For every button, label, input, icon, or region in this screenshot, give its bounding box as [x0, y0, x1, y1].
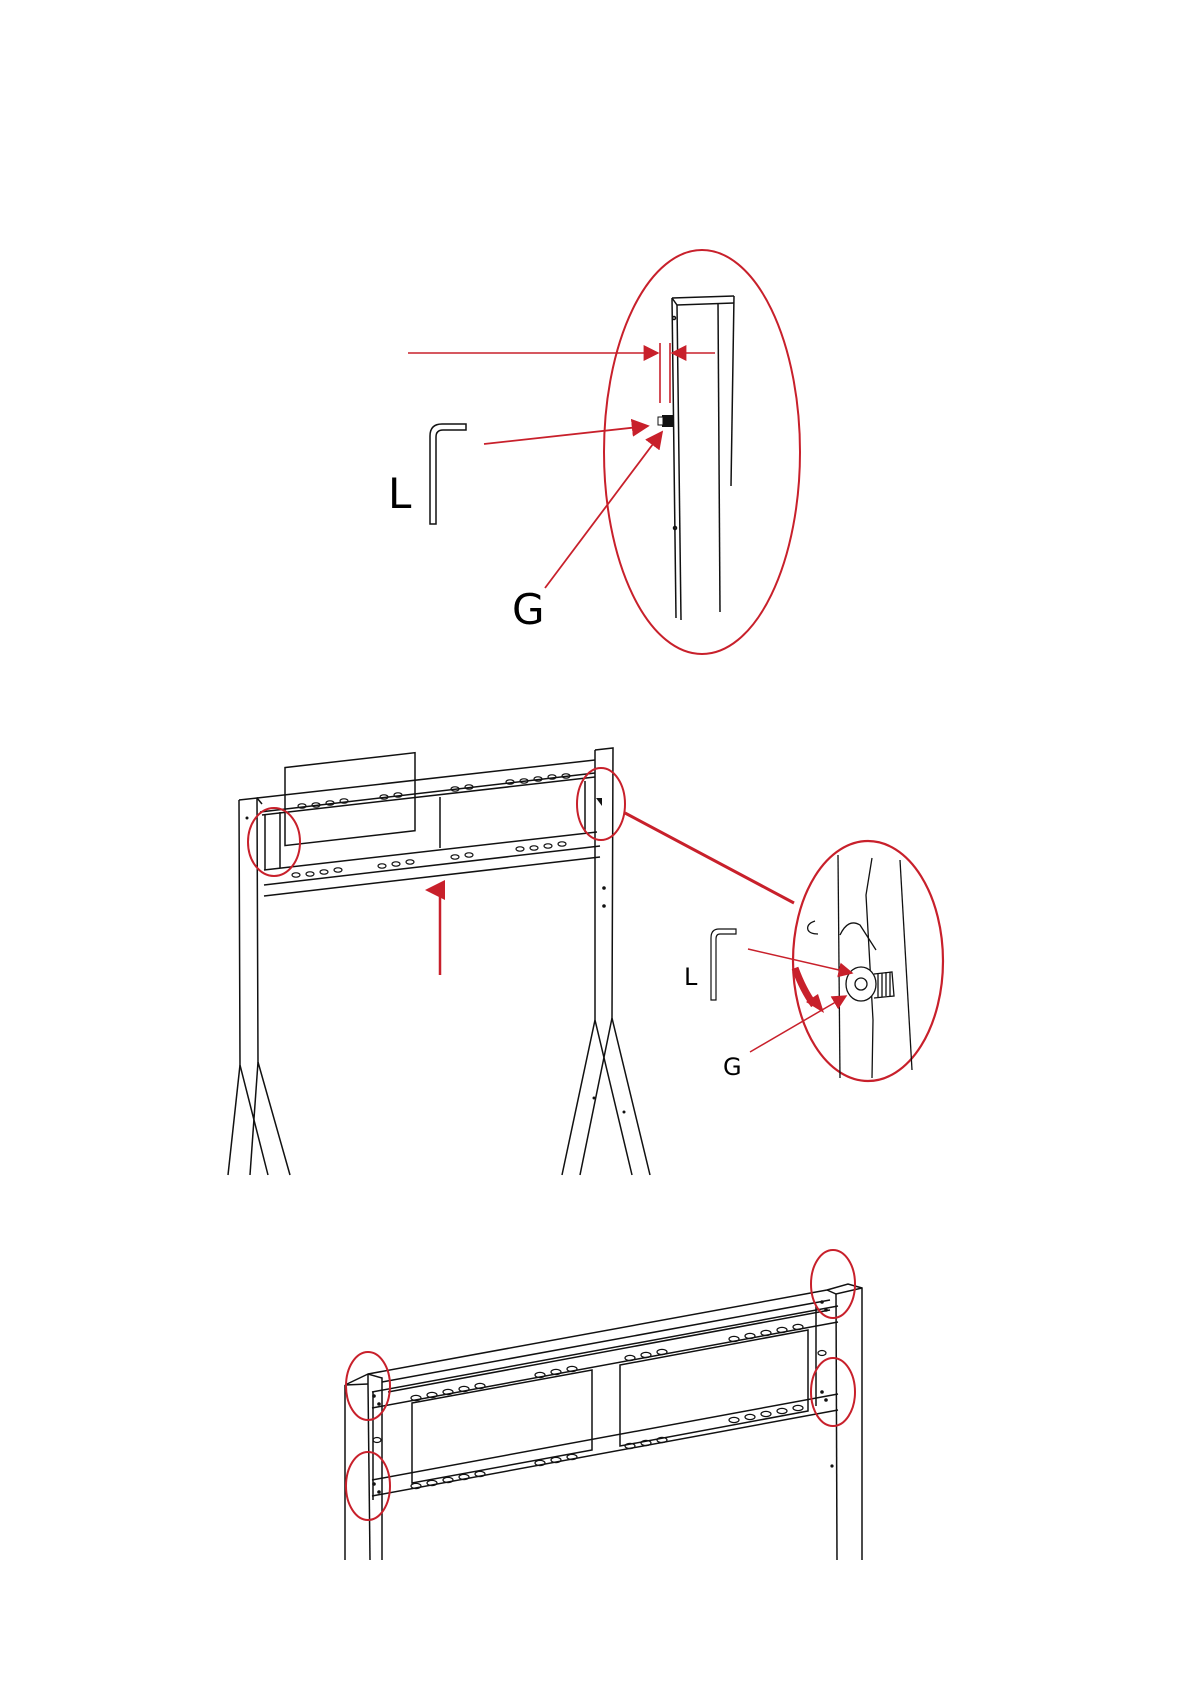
screw-icon [596, 798, 602, 806]
hex-key-icon [430, 424, 466, 524]
left-callout-circle [248, 808, 300, 876]
tool-arrow [484, 426, 648, 444]
screw-icon [658, 415, 674, 427]
hex-key-label: L [388, 469, 412, 518]
stand-frame [345, 1284, 862, 1560]
step-3-diagram [0, 1220, 1191, 1684]
step-panel-1: L G [0, 0, 1191, 660]
zoom-callout-ellipse [793, 841, 943, 1081]
callout-leader [625, 813, 794, 903]
screw-label: G [723, 1053, 742, 1081]
step-panel-2: L G [0, 660, 1191, 1220]
bottom-right-callout [811, 1358, 855, 1426]
gap-dimension [408, 343, 715, 403]
step-1-diagram: L G [0, 0, 1191, 660]
screw-label: G [512, 585, 545, 634]
mounting-slots [373, 1324, 826, 1488]
step-2-diagram: L G [0, 660, 1191, 1220]
bottom-left-callout [346, 1452, 390, 1520]
hex-key-icon [711, 929, 736, 1000]
zoom-callout-ellipse [604, 250, 800, 654]
upright-post-closeup [672, 296, 734, 620]
hex-key-label: L [684, 963, 698, 991]
step-panel-3 [0, 1220, 1191, 1684]
tool-arrow [748, 949, 852, 973]
